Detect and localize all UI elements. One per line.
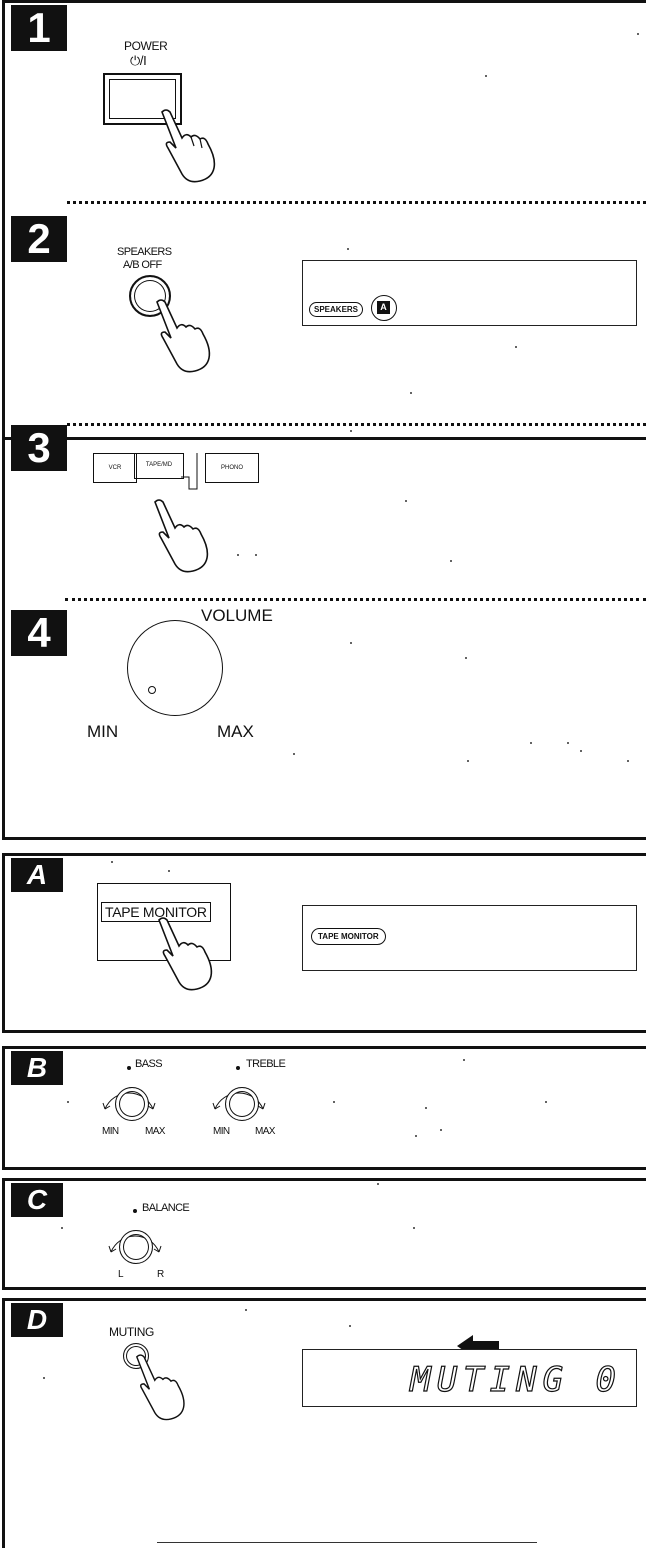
section-d-badge: D	[11, 1303, 63, 1337]
section-d-panel: D MUTING MUTING 0	[2, 1298, 646, 1548]
bass-knob[interactable]	[115, 1087, 149, 1121]
bass-label: BASS	[135, 1058, 163, 1070]
section-a-badge: A	[11, 858, 63, 892]
power-label: POWER	[124, 39, 168, 53]
balance-left-label: L	[118, 1269, 124, 1280]
bottom-rule	[157, 1542, 537, 1543]
pointing-hand-icon	[161, 109, 216, 183]
bass-center-dot	[127, 1066, 131, 1070]
selector-divider	[181, 453, 198, 490]
speakers-indicator: SPEAKERS	[309, 302, 364, 317]
section-b-badge: B	[11, 1051, 63, 1085]
tape-monitor-display: TAPE MONITOR	[302, 905, 637, 971]
section-b-panel: B BASS MIN MAX TREBLE MIN MAX	[2, 1046, 646, 1170]
treble-max-label: MAX	[255, 1126, 275, 1137]
speakers-display: SPEAKERS A	[302, 260, 637, 326]
input-button-tape[interactable]: TAPE/MD	[134, 453, 184, 479]
section-c-badge: C	[11, 1183, 63, 1217]
bass-max-label: MAX	[145, 1126, 165, 1137]
muting-label: MUTING	[109, 1325, 154, 1339]
treble-knob[interactable]	[225, 1087, 259, 1121]
speakers-label-line2: A/B OFF	[123, 259, 162, 271]
speakers-label-line1: SPEAKERS	[117, 246, 172, 258]
muting-button[interactable]	[123, 1343, 149, 1369]
balance-right-label: R	[157, 1269, 164, 1280]
steps-panel: 1 POWER ⏻/I 2 SPEAKERS A/B OFF SPEAKERS …	[2, 0, 646, 440]
section-c-panel: C BALANCE L R	[2, 1178, 646, 1290]
tape-monitor-button-frame	[97, 883, 231, 961]
step-3-badge: 3	[11, 424, 67, 471]
step-separator	[67, 423, 646, 426]
input-button-vcr[interactable]: VCR	[93, 453, 137, 483]
power-button[interactable]	[103, 73, 182, 125]
volume-max-label: MAX	[217, 722, 254, 741]
balance-label: BALANCE	[142, 1202, 190, 1214]
bass-min-label: MIN	[102, 1126, 119, 1137]
treble-center-dot	[236, 1066, 240, 1070]
step-separator	[67, 201, 646, 204]
volume-label: VOLUME	[201, 606, 273, 625]
volume-min-label: MIN	[87, 722, 119, 741]
steps-3-4-area: 3 VCR TAPE/MD PHONO 4 VOLUME MIN MAX	[2, 420, 646, 840]
volume-knob[interactable]	[127, 620, 223, 716]
speaker-set-letter: A	[377, 301, 390, 314]
step-separator	[65, 598, 646, 601]
muting-display: MUTING 0	[302, 1349, 637, 1407]
section-a-panel: A TAPE MONITOR TAPE MONITOR	[2, 853, 646, 1033]
pointing-hand-icon	[156, 299, 211, 373]
speakers-button[interactable]	[129, 275, 171, 317]
pointing-hand-icon	[154, 499, 209, 573]
muting-display-text: MUTING 0	[410, 1359, 622, 1400]
treble-label: TREBLE	[246, 1058, 286, 1070]
pointing-hand-icon	[135, 1354, 185, 1421]
balance-center-dot	[133, 1209, 137, 1213]
step-1-badge: 1	[11, 4, 67, 51]
balance-knob[interactable]	[119, 1230, 153, 1264]
tape-monitor-indicator: TAPE MONITOR	[311, 928, 386, 945]
input-button-phono[interactable]: PHONO	[205, 453, 259, 483]
speaker-set-badge	[371, 295, 397, 321]
treble-min-label: MIN	[213, 1126, 230, 1137]
step-2-badge: 2	[11, 215, 67, 262]
knob-indicator	[148, 686, 156, 694]
pointing-hand-icon	[158, 917, 213, 991]
tape-monitor-button[interactable]: TAPE MONITOR	[101, 902, 211, 922]
power-symbol: ⏻/I	[130, 53, 147, 68]
step-4-badge: 4	[11, 609, 67, 656]
